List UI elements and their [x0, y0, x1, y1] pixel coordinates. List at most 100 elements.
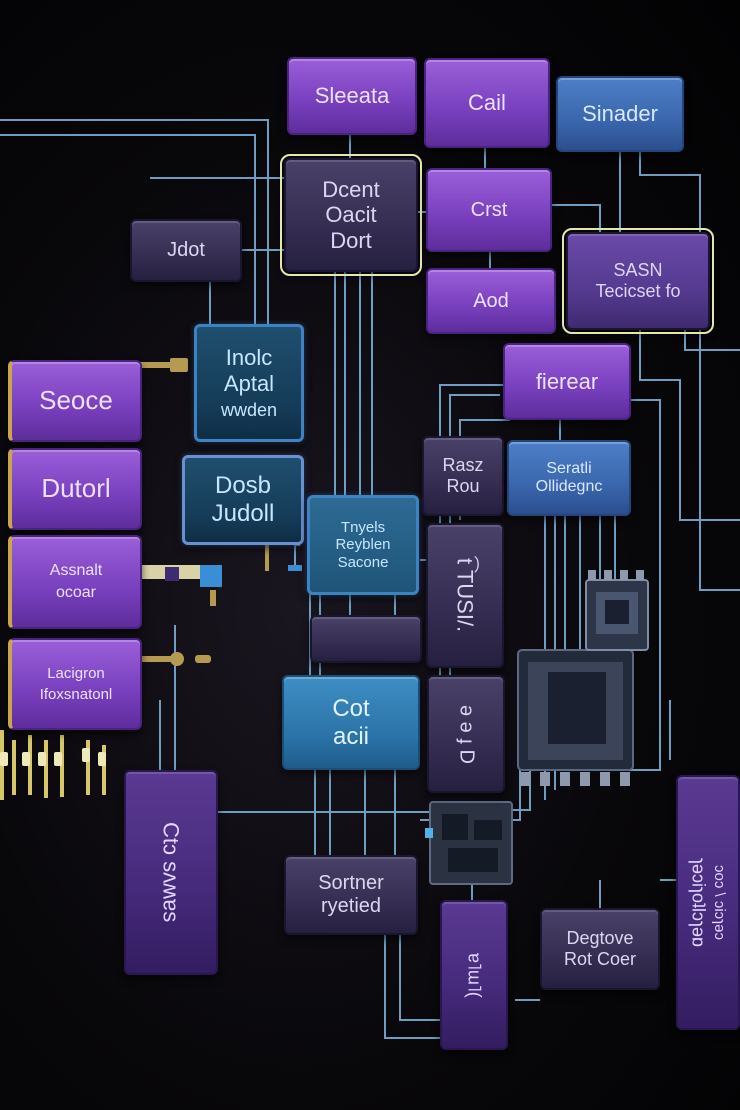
- block-assnalt[interactable]: Assnalt ocoar: [8, 535, 142, 629]
- block-label: Assnalt: [49, 561, 103, 579]
- block-label: Sinader: [582, 101, 658, 127]
- block-label: Cot: [332, 694, 370, 722]
- block-label: Rou: [446, 476, 480, 496]
- block-label: Jdot: [167, 239, 205, 261]
- block-sinader[interactable]: Sinader: [556, 76, 684, 152]
- wire: [294, 544, 300, 565]
- pin-cap: [98, 752, 106, 766]
- block-tnyels[interactable]: Tnyels Reyblen Sacone: [307, 495, 419, 595]
- pin: [12, 740, 16, 795]
- block-label: Dosb: [214, 472, 272, 500]
- connector: [165, 567, 179, 581]
- pin: [44, 740, 48, 798]
- block-label: Tecicset fo: [595, 281, 681, 301]
- block-label: Dort: [330, 227, 372, 253]
- pin-cap: [0, 752, 8, 766]
- block-label: wwden: [220, 399, 278, 420]
- pin-cap: [82, 748, 90, 762]
- block-label: Judoll: [211, 500, 275, 527]
- block-sleeata[interactable]: Sleeata: [287, 57, 417, 135]
- block-label: Inolc: [225, 345, 273, 371]
- block-label: Seoce: [39, 385, 113, 416]
- block-seoce[interactable]: Seoce: [8, 360, 142, 442]
- block-label: ryetied: [320, 895, 382, 917]
- block-degtove[interactable]: Degtove Rot Coer: [540, 908, 660, 990]
- connector-chip-icon: [425, 801, 513, 885]
- block-label: Ifoxsnatonl: [39, 686, 113, 703]
- block-label: SASN: [613, 260, 663, 281]
- pin: [102, 745, 106, 795]
- connector: [200, 565, 222, 587]
- connector: [265, 545, 269, 571]
- microchip-icon: [517, 579, 649, 771]
- block-label: Seratli: [546, 459, 592, 477]
- block-label: Rot Coer: [563, 949, 637, 969]
- connector: [140, 656, 180, 662]
- block-label: Degtove: [566, 928, 634, 949]
- connector: [210, 590, 216, 606]
- block-aod[interactable]: Aod: [426, 268, 556, 334]
- block-label: Aptal: [223, 370, 275, 396]
- block-sortner[interactable]: Sortner ryetied: [284, 855, 418, 935]
- block-seratli[interactable]: Seratli Ollidegnc: [507, 440, 631, 516]
- block-lacigron[interactable]: Lacigron Ifoxsnatonl: [8, 638, 142, 730]
- connector: [195, 655, 211, 663]
- wire: [0, 134, 256, 325]
- pin: [86, 740, 90, 795]
- block-rotated-d[interactable]: ə ǝ ɟ D: [427, 675, 505, 793]
- block-label: Cail: [468, 90, 506, 116]
- block-label: ɿəɔiɿoʇlɔɿəɒ: [688, 857, 709, 948]
- wire: [639, 152, 740, 591]
- block-crst[interactable]: Crst: [426, 168, 552, 252]
- block-label: Reyblen: [335, 536, 391, 554]
- wire: [684, 330, 740, 351]
- wire: [639, 330, 740, 521]
- block-label: Tnyels: [340, 519, 386, 537]
- pin-cap: [22, 752, 30, 766]
- block-vertical-left[interactable]: Ctɔ sʌʍɐs: [124, 770, 218, 975]
- block-label: Lacigron: [47, 664, 105, 682]
- connector: [288, 565, 302, 571]
- connector: [140, 362, 170, 368]
- block-dcent[interactable]: Dcent Oacit Dort: [280, 154, 422, 276]
- pin-cap: [54, 752, 62, 766]
- block-dosb[interactable]: Dosb Judoll: [182, 455, 304, 545]
- wire: [552, 204, 601, 232]
- block-label: Ctɔ sʌʍɐs: [158, 822, 184, 923]
- wire: [0, 119, 269, 325]
- block-label: Ollidegnc: [535, 478, 603, 495]
- block-jdot[interactable]: Jdot: [130, 219, 242, 282]
- block-label: ɔoɔ \ ɔiɔɿəɔ: [710, 864, 728, 940]
- block-label: Crst: [470, 198, 508, 221]
- block-label: Rasz: [442, 455, 484, 476]
- block-cot[interactable]: Cot acii: [282, 675, 420, 770]
- wire: [384, 935, 440, 1039]
- block-label: Aod: [473, 289, 509, 312]
- block-dutorl[interactable]: Dutorl: [8, 448, 142, 530]
- block-label: ɐ˥ɯ˥(: [464, 952, 485, 998]
- block-label: Dcent: [322, 177, 380, 203]
- block-label: Dutorl: [41, 473, 111, 504]
- connector: [170, 652, 184, 666]
- block-label: Sortner: [318, 872, 384, 894]
- block-blank[interactable]: [310, 615, 422, 663]
- block-vertical-right[interactable]: ɿəɔiɿoʇlɔɿəɒ ɔoɔ \ ɔiɔɿəɔ: [676, 775, 740, 1030]
- block-rasz[interactable]: Rasz Rou: [422, 436, 504, 516]
- block-label: ə ǝ ɟ D: [455, 704, 478, 764]
- pin: [28, 735, 32, 795]
- block-cail[interactable]: Cail: [424, 58, 550, 148]
- block-label: acii: [332, 722, 369, 750]
- block-vertical-bottom[interactable]: ɐ˥ɯ˥(: [440, 900, 508, 1050]
- block-tusi-vertical[interactable]: t͡ TUSI/.: [426, 523, 504, 668]
- block-sasn[interactable]: SASN Tecicset fo: [562, 228, 714, 334]
- block-inolc[interactable]: Inolc Aptal wwden: [194, 324, 304, 442]
- pin: [60, 735, 64, 797]
- block-label: fierear: [535, 368, 599, 394]
- block-label: Oacit: [325, 202, 377, 228]
- block-label: t͡ TUSI/.: [452, 558, 478, 633]
- block-label: ocoar: [55, 584, 97, 601]
- block-fierear[interactable]: fierear: [503, 343, 631, 420]
- pin-cap: [38, 752, 46, 766]
- block-label: Sacone: [337, 553, 389, 571]
